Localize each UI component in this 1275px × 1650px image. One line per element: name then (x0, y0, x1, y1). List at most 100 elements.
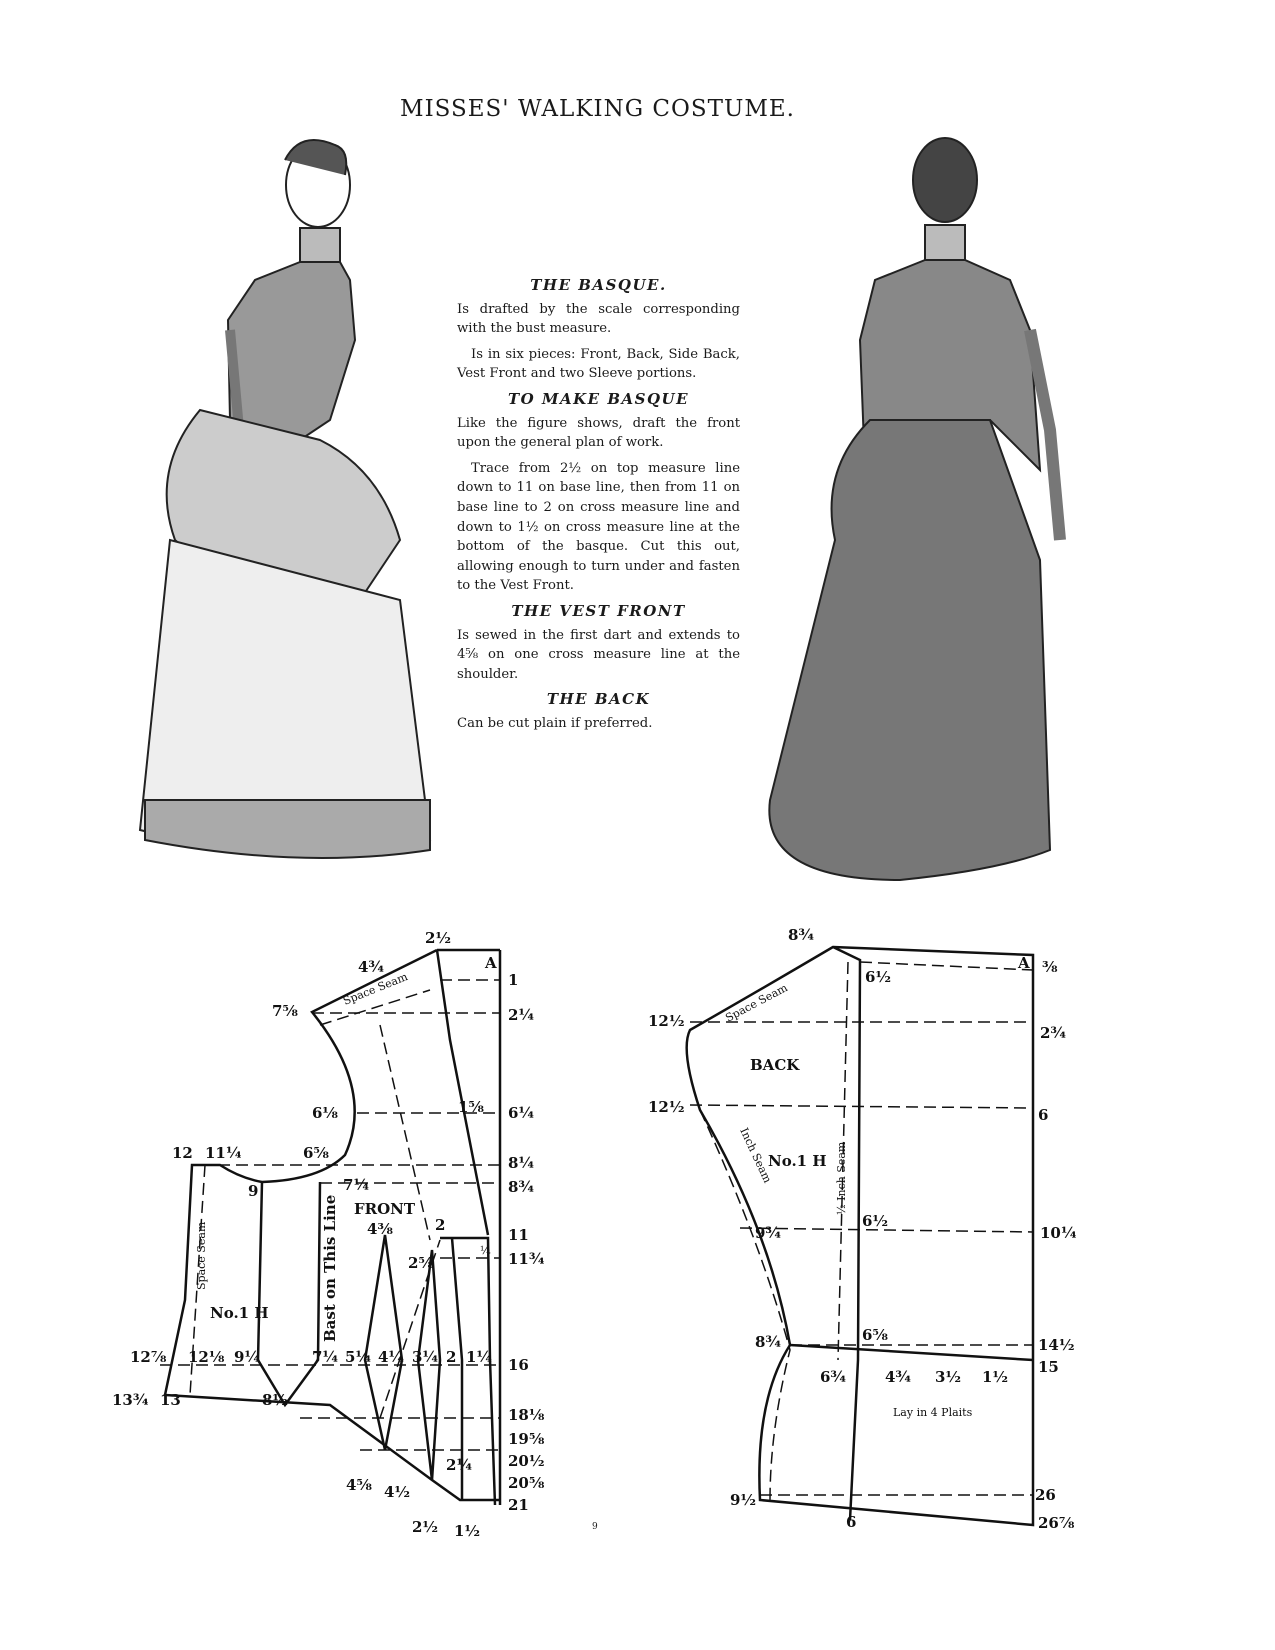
seam-note: Space Seam (195, 1221, 208, 1290)
label: ⅜ (1042, 958, 1058, 976)
label: 8¾ (788, 926, 814, 944)
label: 1½ (454, 1522, 480, 1540)
label: 12⅛ (188, 1348, 225, 1366)
label: 7¼ (312, 1348, 338, 1366)
scale-label: 20½ (508, 1452, 545, 1470)
paragraph: Is drafted by the scale corresponding wi… (457, 301, 740, 337)
scale-label: 2¼ (508, 1006, 534, 1024)
scale-right: 1 2¼ 6¼ 8¼ 8¾ 11 11¾ 16 18⅛ 19⅝ 20½ 20⅝ … (508, 971, 545, 1514)
heading-to-make-basque: TO MAKE BASQUE (507, 389, 690, 408)
label: 3½ (935, 1368, 961, 1386)
scale-label: 8¼ (508, 1154, 534, 1172)
label: 4⅜ (367, 1220, 393, 1238)
label: 2½ (412, 1518, 438, 1536)
seam-note: Space Seam (723, 981, 790, 1025)
label: 9 (248, 1182, 258, 1200)
pattern-outline (685, 945, 1035, 1527)
scale-label: 18⅛ (508, 1406, 545, 1424)
label: 2¼ (446, 1456, 472, 1474)
instructions: THE BASQUE. Is drafted by the scale corr… (457, 276, 740, 739)
label: 1⅝ (458, 1098, 484, 1116)
scale-label: 11 (508, 1226, 529, 1244)
corner-label: A (1017, 954, 1030, 972)
label: 10¼ (1040, 1224, 1077, 1242)
label: 6 (1038, 1106, 1048, 1124)
label: 2 (435, 1216, 445, 1234)
heading-basque: THE BASQUE. (530, 276, 667, 294)
label: 14½ (1038, 1336, 1075, 1354)
paragraph: Trace from 2½ on top measure line down t… (457, 460, 740, 594)
label: 4¾ (358, 958, 384, 976)
label: 2⅝ (408, 1254, 434, 1272)
label: 15 (1038, 1358, 1059, 1376)
label: 9¼ (234, 1348, 260, 1366)
label: 6½ (865, 968, 891, 986)
label: 11¼ (205, 1144, 242, 1162)
paragraph: Is in six pieces: Front, Back, Side Back… (457, 346, 740, 382)
front-pattern-labels: 2½ 4¾ 7⅝ 6⅛ 1⅝ 12 11¼ 6⅝ 9 7¼ FRONT 4⅜ 2… (112, 929, 545, 1540)
corner-label: A (484, 954, 497, 972)
label: 2¾ (1040, 1024, 1066, 1042)
heading-back: THE BACK (546, 690, 651, 709)
scale-label: 11¾ (508, 1250, 545, 1268)
label: 4⅝ (346, 1476, 372, 1494)
label: 4¼ (378, 1348, 404, 1366)
label: 6 (846, 1513, 856, 1531)
label: 1¼ (466, 1348, 492, 1366)
label: 7¼ (343, 1176, 369, 1194)
pattern-name: FRONT (354, 1200, 416, 1218)
paragraph: Can be cut plain if preferred. (457, 715, 653, 731)
size-label: No.1 H (210, 1304, 269, 1322)
size-label: No.1 H (768, 1152, 827, 1170)
scale-label: 6¼ (508, 1104, 534, 1122)
label: 6½ (862, 1212, 888, 1230)
page-number: 9 (592, 1522, 598, 1532)
label: 8½ (262, 1391, 288, 1409)
heading-vest-front: THE VEST FRONT (511, 601, 686, 620)
label: 26⅞ (1038, 1514, 1075, 1532)
label: 9½ (730, 1491, 756, 1509)
page-title: MISSES' WALKING COSTUME. (400, 96, 795, 122)
front-pattern-diagram: 2½ 4¾ 7⅝ 6⅛ 1⅝ 12 11¼ 6⅝ 9 7¼ FRONT 4⅜ 2… (112, 929, 545, 1540)
label: 26 (1035, 1486, 1056, 1504)
label: 13 (160, 1391, 181, 1409)
seam-note: ½ Inch Seam (835, 1141, 848, 1215)
label: 8¾ (755, 1333, 781, 1351)
measure-lines (160, 979, 500, 1451)
label: ¼ (480, 1244, 491, 1257)
scale-label: 19⅝ (508, 1430, 545, 1448)
label: 1½ (982, 1368, 1008, 1386)
label: 7⅝ (272, 1002, 298, 1020)
label: 6⅛ (312, 1104, 338, 1122)
label: 12⅞ (130, 1348, 167, 1366)
label: 12½ (648, 1012, 685, 1030)
label: 13¾ (112, 1391, 149, 1409)
measure-lines (689, 961, 1034, 1501)
scale-label: 16 (508, 1356, 529, 1374)
label: 6¾ (820, 1368, 846, 1386)
label: 5¼ (345, 1348, 371, 1366)
paragraph: Like the figure shows, draft the front u… (457, 415, 740, 451)
plaits-note: Lay in 4 Plaits (893, 1406, 973, 1419)
pattern-name: BACK (750, 1056, 800, 1074)
label: 9¾ (755, 1224, 781, 1242)
label: 4½ (384, 1483, 410, 1501)
back-pattern-diagram: 8¾ 6½ ⅜ A 12½ 2¾ BACK 12½ 6 No.1 H 9¾ 6½… (648, 926, 1077, 1532)
costume-illustrations (138, 137, 1066, 882)
scale-label: 21 (508, 1496, 529, 1514)
label: 12½ (648, 1098, 685, 1116)
label: 3¼ (412, 1348, 438, 1366)
scale-label: 8¾ (508, 1178, 534, 1196)
scale-label: 20⅝ (508, 1474, 545, 1492)
back-figure-illustration (768, 137, 1066, 882)
paragraph: Is sewed in the first dart and extends t… (457, 627, 740, 682)
front-figure-illustration (138, 139, 432, 859)
seam-note: Bast on This Line (321, 1195, 339, 1342)
label: 12 (172, 1144, 193, 1162)
label: 4¾ (885, 1368, 911, 1386)
label: 6⅝ (303, 1144, 329, 1162)
scale-label: 1 (508, 971, 518, 989)
label: 2½ (425, 929, 451, 947)
label: 2 (446, 1348, 456, 1366)
label: 6⅝ (862, 1326, 888, 1344)
